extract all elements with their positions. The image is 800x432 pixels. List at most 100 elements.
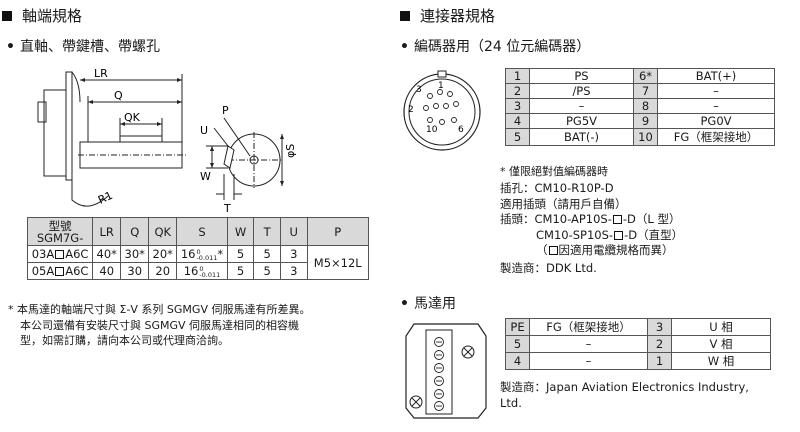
shaft-end-section-title: 軸端規格: [2, 5, 82, 26]
s-cell: 160-0.011*: [176, 245, 228, 263]
pin-number-cell: 3: [505, 98, 530, 114]
signal-cell: –: [657, 98, 775, 114]
signal-cell: –: [529, 352, 648, 370]
pin-10-label: 10: [426, 125, 438, 135]
dim-q-label: Q: [114, 89, 123, 102]
pin-number-cell: 2: [647, 335, 672, 353]
signal-cell: PS: [529, 68, 634, 84]
signal-cell: PG0V: [657, 113, 775, 129]
pin-number-cell: 3: [647, 318, 672, 336]
dim-phi-s-label: φS: [284, 144, 297, 158]
pin-number-cell: 5: [505, 335, 530, 353]
pin-number-cell: 5: [505, 128, 530, 146]
header-s: S: [176, 217, 228, 246]
dim-u-label: U: [200, 124, 208, 137]
w-cell: 5: [226, 262, 255, 280]
u-cell: 3: [279, 245, 308, 263]
signal-cell: FG（框架接地）: [657, 128, 775, 146]
signal-cell: FG（框架接地）: [529, 318, 648, 336]
encoder-connector-info: 插孔：CM10-R10P-D 適用插頭（請用戶自備） 插頭：CM10-AP10S…: [500, 181, 683, 276]
table-row: PE FG（框架接地） 3 U 相: [505, 318, 771, 336]
pin-number-cell: 8: [633, 98, 658, 114]
motor-connector-drawing: [405, 323, 487, 419]
placeholder-box-icon: [612, 215, 622, 224]
pin-number-cell: 6*: [633, 68, 658, 84]
shaft-subtitle: •直軸、帶鍵槽、帶螺孔: [6, 39, 160, 55]
dim-t-label: T: [223, 202, 231, 212]
t-cell: 5: [253, 262, 281, 280]
signal-cell: –: [657, 83, 775, 99]
header-p: P: [306, 217, 370, 246]
shaft-end-drawing: LR Q QK R1 P U W T φS: [37, 67, 297, 212]
signal-cell: U 相: [671, 318, 771, 336]
pin-6-label: 6: [458, 125, 464, 135]
dim-r1-label: R1: [96, 189, 115, 207]
signal-cell: BAT(-): [529, 128, 634, 146]
pin-3-label: 3: [416, 85, 422, 95]
signal-cell: –: [529, 335, 648, 353]
w-cell: 5: [226, 245, 255, 263]
placeholder-box-icon: [55, 250, 65, 259]
header-q: Q: [120, 217, 150, 246]
signal-cell: BAT(+): [657, 68, 775, 84]
encoder-maker: 製造商：DDK Ltd.: [500, 260, 597, 275]
t-cell: 5: [253, 245, 281, 263]
motor-maker: 製造商：Japan Aviation Electronics Industry,…: [500, 380, 749, 410]
encoder-connector-drawing: 3 1 2 10 6: [403, 70, 481, 151]
signal-cell: W 相: [671, 352, 771, 370]
section-square-icon: [2, 11, 12, 21]
pin-number-cell: 9: [633, 113, 658, 129]
lr-cell: 40: [92, 262, 122, 280]
signal-cell: /PS: [529, 83, 634, 99]
pin-2-label: 2: [408, 105, 414, 115]
lr-cell: 40*: [92, 245, 122, 263]
header-qk: QK: [148, 217, 178, 246]
table-row: 4 – 1 W 相: [505, 352, 771, 370]
header-u: U: [279, 217, 308, 246]
table-row: 4 PG5V 9 PG0V: [505, 113, 775, 129]
dim-qk-label: QK: [124, 111, 141, 124]
placeholder-box-icon: [614, 230, 624, 240]
pin-number-cell: 10: [633, 128, 658, 146]
dim-w-label: W: [200, 170, 211, 183]
header-lr: LR: [92, 217, 122, 246]
table-row: 3 – 8 –: [505, 98, 775, 114]
placeholder-box-icon: [55, 267, 65, 276]
encoder-subtitle: •編碼器用（24 位元編碼器）: [400, 39, 591, 55]
pin-number-cell: 7: [633, 83, 658, 99]
applicable-plug-title: 適用插頭（請用戶自備）: [500, 196, 627, 211]
pin-number-cell: 4: [505, 113, 530, 129]
pin-number-cell: 1: [647, 352, 672, 370]
signal-cell: PG5V: [529, 113, 634, 129]
encoder-footnote: * 僅限絕對值編碼器時: [500, 165, 608, 178]
table-row: 5 BAT(-) 10 FG（框架接地）: [505, 128, 775, 146]
s-cell: 160-0.011: [176, 262, 228, 280]
plug-note: （因適用電纜規格而異）: [536, 243, 674, 257]
motor-pin-table: PE FG（框架接地） 3 U 相 5 – 2 V 相 4 – 1 W 相: [505, 318, 771, 370]
shaft-notes: * 本馬達的軸端尺寸與 Σ-V 系列 SGMGV 伺服馬達有所差異。 本公司還備…: [8, 303, 311, 347]
q-cell: 30*: [120, 245, 150, 263]
section-square-icon: [400, 11, 410, 21]
receptacle-model: 插孔：CM10-R10P-D: [500, 181, 614, 195]
dim-lr-label: LR: [94, 67, 108, 80]
encoder-pin-table: 1 PS 6* BAT(+) 2 /PS 7 – 3 – 8 – 4 PG5V …: [505, 68, 775, 146]
signal-cell: –: [529, 98, 634, 114]
signal-cell: V 相: [671, 335, 771, 353]
p-cell: M5×12L: [306, 245, 370, 280]
header-t: T: [253, 217, 281, 246]
pin-number-cell: 2: [505, 83, 530, 99]
table-row: 2 /PS 7 –: [505, 83, 775, 99]
dim-p-label: P: [222, 104, 229, 117]
motor-subtitle: •馬達用: [400, 296, 456, 312]
placeholder-box-icon: [548, 246, 558, 255]
qk-cell: 20: [148, 262, 178, 280]
pin-number-cell: 1: [505, 68, 530, 84]
header-w: W: [226, 217, 255, 246]
table-row: 1 PS 6* BAT(+): [505, 68, 775, 84]
